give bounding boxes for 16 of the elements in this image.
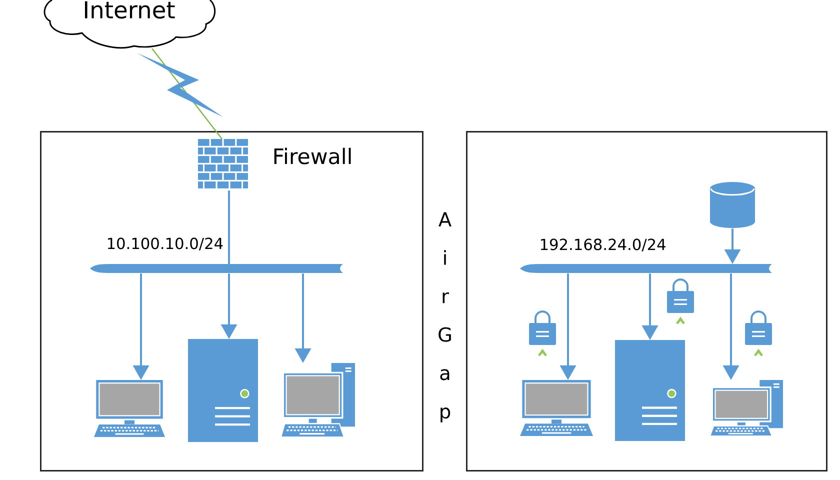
computer-workstation [520,380,593,436]
desktop-computer [709,380,783,437]
computer-workstation [94,380,165,437]
connector-line [228,190,230,264]
subnet-label: 192.168.24.0/24 [540,238,666,252]
subnet-label: 10.100.10.0/24 [108,238,223,250]
lightning-link [137,48,223,140]
desktop-computer [280,363,355,438]
network-zone-box [40,131,424,472]
network-zone-box [466,131,828,472]
server-tower [615,340,685,441]
vertical-label: Air Gap [438,212,452,422]
cloud: Internet [44,0,216,48]
device-label: Firewall [274,148,351,164]
server-tower [188,339,258,442]
database-cylinder [710,182,755,228]
